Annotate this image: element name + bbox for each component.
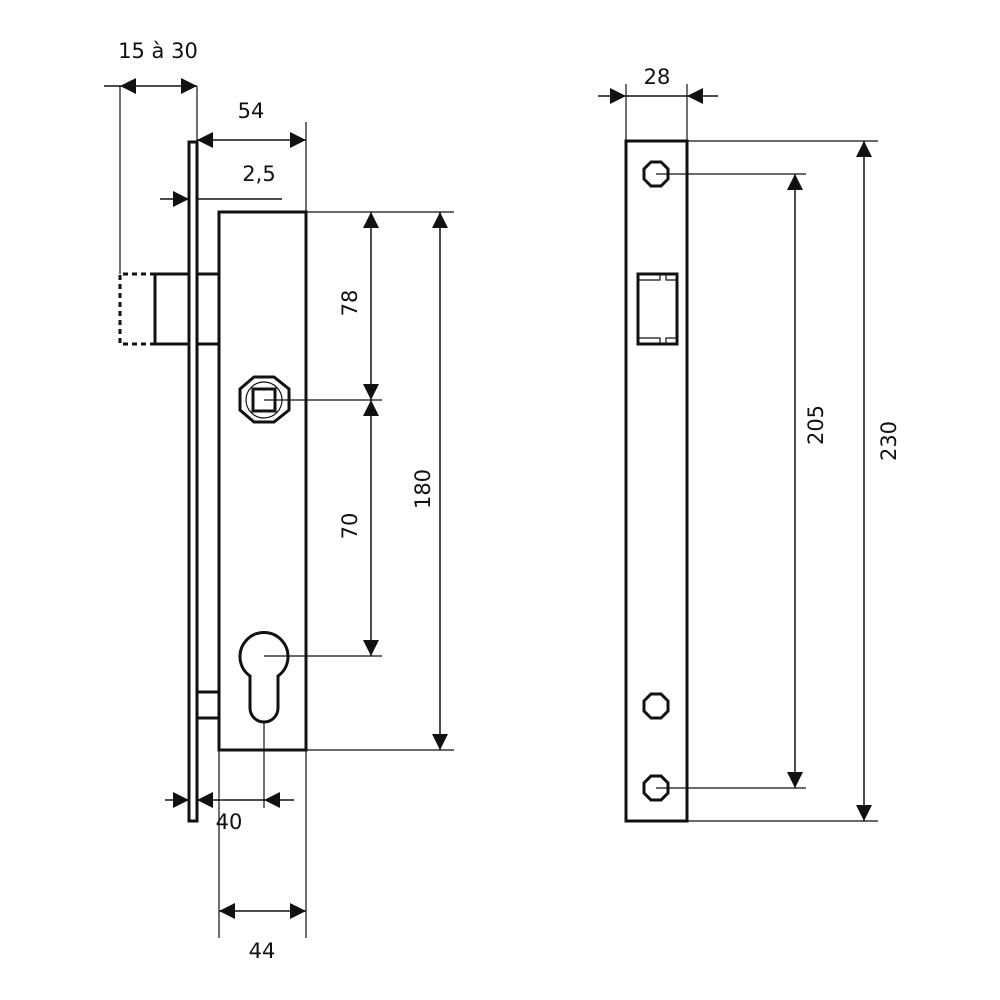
bolt-extended-dotted (118, 272, 155, 346)
dim-case-height: 180 (411, 469, 435, 509)
latch-stub (195, 690, 221, 720)
dim-case-width: 44 (249, 939, 276, 963)
dim-bolt-throw: 15 à 30 (118, 39, 198, 63)
bolt-housing (195, 272, 221, 346)
dim-case-depth: 54 (238, 99, 265, 123)
cylinder-hole (238, 631, 290, 724)
bolt-opening (636, 272, 679, 346)
dim-strike-height: 230 (877, 421, 901, 461)
dim-strike-hole-spacing: 205 (804, 405, 828, 445)
screw-hole-middle (642, 692, 670, 720)
strike-plate-view (624, 139, 689, 823)
bolt (153, 272, 191, 346)
dim-faceplate-thickness: 2,5 (242, 162, 275, 186)
left-dimensions: 15 à 30 54 2,5 78 70 180 40 44 (104, 39, 454, 963)
mortise-lock-view (118, 140, 308, 823)
dim-strike-width: 28 (644, 65, 671, 89)
right-dimensions: 28 205 230 (598, 65, 901, 822)
dim-backset: 40 (216, 810, 243, 834)
faceplate (187, 140, 199, 823)
dim-upper-spacing: 78 (338, 290, 362, 317)
dim-lower-spacing: 70 (338, 513, 362, 540)
